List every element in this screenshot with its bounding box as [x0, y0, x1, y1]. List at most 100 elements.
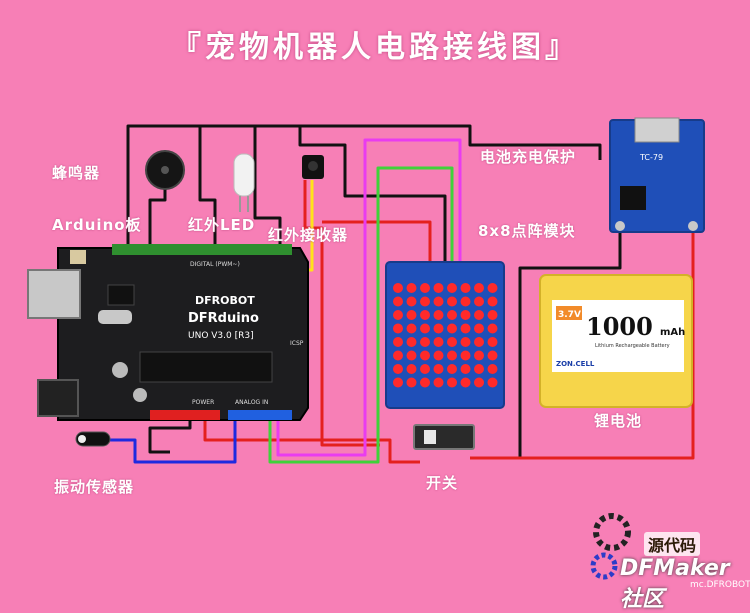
matrix-led [393, 377, 403, 388]
matrix-led [406, 364, 417, 374]
matrix-led [447, 283, 457, 293]
board-power-label: POWER [192, 399, 214, 406]
matrix-led [393, 337, 403, 347]
matrix-led [420, 364, 430, 374]
matrix-led [447, 364, 457, 374]
matrix-led [474, 337, 484, 347]
wiring-diagram: 『宠物机器人电路接线图』 [27, 30, 750, 612]
matrix-led [487, 323, 498, 334]
matrix-led [433, 377, 444, 388]
analog-header [228, 410, 292, 420]
ir-receiver-dome [308, 161, 318, 171]
matrix-led [460, 377, 471, 388]
matrix-led [420, 350, 430, 361]
gear-icon [593, 513, 631, 551]
charger-chip-label: TC-79 [639, 153, 663, 162]
matrix-led [406, 323, 417, 334]
matrix-led [406, 310, 417, 320]
switch-body [413, 424, 475, 450]
board-digital-label: DIGITAL (PWM~) [190, 261, 240, 268]
arduino-board [27, 244, 309, 421]
power-header [150, 410, 220, 420]
label-switch: 开关 [426, 474, 459, 492]
label-ir-led: 红外LED [188, 216, 256, 234]
wire-red-power [203, 415, 420, 464]
board-icsp-label: ICSP [290, 340, 304, 347]
watermark-source-code: 源代码 [644, 532, 701, 556]
battery-voltage-box [556, 306, 582, 320]
matrix-led [474, 283, 484, 293]
battery-capacity: 1000 [586, 312, 653, 341]
arduino-pcb [57, 247, 309, 421]
board-analog-label: ANALOG IN [235, 399, 268, 406]
matrix-led [474, 364, 484, 374]
capacitor-2 [133, 388, 147, 402]
board-model: DFRduino [188, 311, 259, 326]
matrix-led [420, 310, 430, 320]
matrix-led [460, 323, 471, 334]
matrix-led [433, 283, 444, 293]
wire-black-buzzer [148, 185, 167, 248]
ir-led-lens [233, 153, 255, 197]
matrix-led [406, 377, 417, 388]
matrix-led [393, 283, 403, 293]
matrix-led [487, 377, 498, 388]
label-vibration: 振动传感器 [54, 478, 135, 496]
atmega-chip [139, 351, 273, 383]
matrix-led [406, 350, 417, 361]
switch-slider [424, 430, 436, 444]
matrix-led [406, 296, 417, 307]
label-matrix: 8x8点阵模块 [478, 222, 576, 240]
matrix-pcb [385, 261, 505, 409]
vibration-sensor [75, 431, 111, 447]
label-ir-receiver: 红外接收器 [268, 226, 349, 244]
power-jack [37, 379, 79, 417]
matrix-led [393, 323, 403, 334]
matrix-led [433, 350, 444, 361]
matrix-led [447, 337, 457, 347]
crystal [98, 310, 132, 324]
wire-magenta [276, 138, 462, 457]
matrix-led [433, 337, 444, 347]
matrix-led [460, 350, 471, 361]
matrix-led [474, 310, 484, 320]
battery-unit: mAh [660, 327, 685, 338]
matrix-led [447, 323, 457, 334]
matrix-led [474, 377, 484, 388]
wire-red-irrecv [303, 180, 380, 447]
matrix-led [447, 310, 457, 320]
matrix-led [447, 350, 457, 361]
matrix-led [460, 296, 471, 307]
digital-header [112, 244, 292, 255]
matrix-led [433, 364, 444, 374]
matrix-led [393, 310, 403, 320]
matrix-led [420, 337, 430, 347]
wires [110, 124, 695, 464]
matrix-led [420, 283, 430, 293]
label-lipo: 锂电池 [594, 412, 643, 430]
matrix-led [474, 323, 484, 334]
board-brand: DFROBOT [195, 294, 255, 307]
vibration-sensor-end [78, 435, 86, 443]
label-charge-protect: 电池充电保护 [480, 148, 577, 166]
matrix-led [420, 377, 430, 388]
wire-black-top [126, 124, 602, 248]
charger-chip [620, 186, 646, 210]
diagram-title: 『宠物机器人电路接线图』 [171, 30, 579, 65]
battery-brand: ZON.CELL [556, 360, 595, 368]
matrix-led [447, 296, 457, 307]
label-arduino: Arduino板 [52, 216, 142, 234]
buzzer-hole [161, 166, 169, 174]
watermark-url: mc.DFROBOT.com.cn [690, 580, 750, 590]
gear-icon-small [590, 552, 618, 580]
matrix-led [393, 296, 403, 307]
matrix-led [487, 337, 498, 347]
matrix-led [406, 337, 417, 347]
charger-pad-bminus [615, 221, 625, 231]
charger-pad-bplus [688, 221, 698, 231]
wire-blue [110, 420, 237, 464]
matrix-led [460, 310, 471, 320]
matrix-leds [393, 283, 498, 388]
micro-usb-port [634, 117, 680, 143]
battery-subtitle: Lithium Rechargeable Battery [595, 343, 670, 349]
